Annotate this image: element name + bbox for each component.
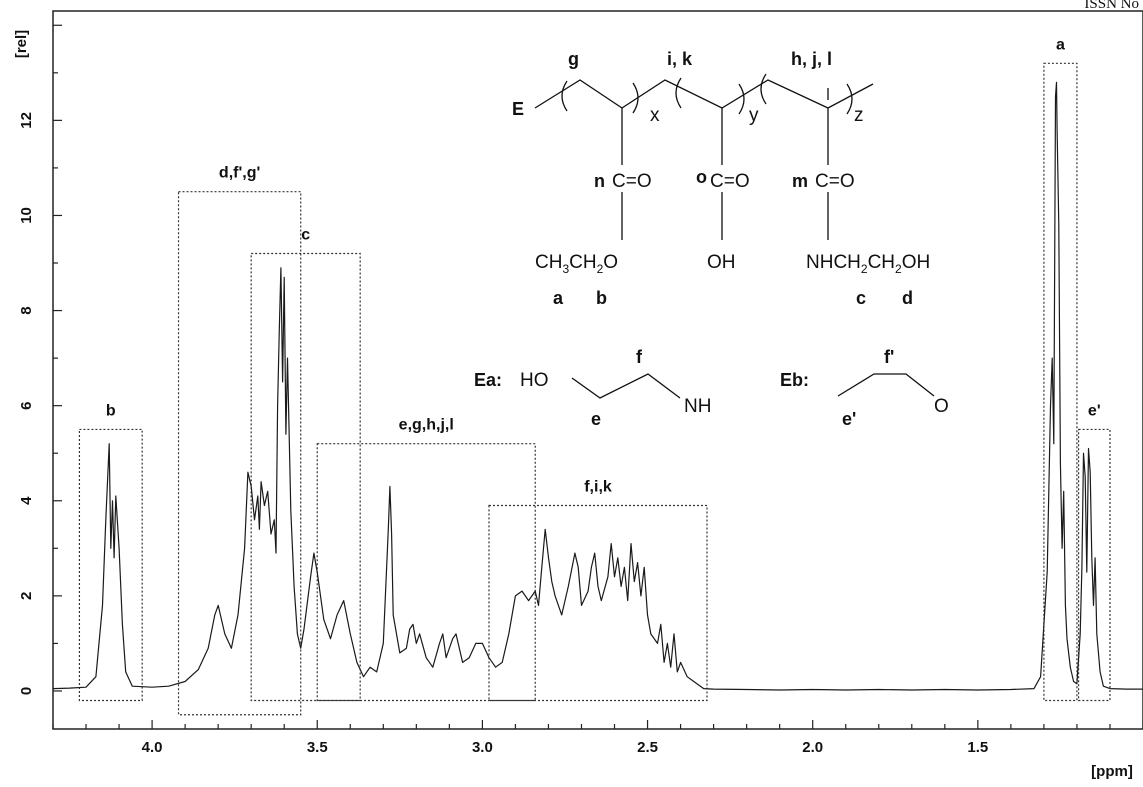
- ea-label: Ea:: [474, 370, 502, 390]
- label-z: z: [854, 105, 864, 126]
- label-a: a: [553, 288, 564, 308]
- x-tick-label: 3.0: [472, 739, 493, 756]
- label-x: x: [650, 105, 660, 126]
- ea-nh: NH: [684, 396, 711, 417]
- eb-bonds: [837, 373, 935, 397]
- eb-label-e-prime: e': [842, 409, 856, 429]
- label-m: m: [792, 171, 808, 191]
- label-b: b: [596, 288, 607, 308]
- spectrum-line: [52, 81, 1143, 691]
- label-g: g: [568, 49, 579, 69]
- y-tick-label: 2: [18, 592, 35, 600]
- y-axis-ticks: 0 2 4 6 8 10 12: [18, 24, 62, 695]
- backbone-bonds: [534, 73, 874, 240]
- ea-bonds: [571, 373, 681, 399]
- region-box: [78, 428, 143, 702]
- region-label: e,g,h,j,l: [399, 417, 454, 434]
- region-label: c: [301, 227, 310, 244]
- label-y: y: [749, 105, 759, 126]
- label-o: o: [696, 167, 707, 187]
- carbonyl-2: C=O: [710, 171, 750, 192]
- polymer-structure: E g i, k h, j, l x y z n C=O o C=O m C=O…: [474, 49, 949, 429]
- y-tick-label: 12: [18, 112, 35, 129]
- ester-group: CH3CH2O: [535, 252, 618, 276]
- x-axis-ticks: 4.0 3.5 3.0 2.5 2.0 1.5: [52, 720, 1143, 756]
- y-tick-label: 6: [18, 401, 35, 409]
- eb-label-f-prime: f': [884, 347, 894, 367]
- plot-frame: [52, 10, 1143, 730]
- ea-ho: HO: [520, 370, 549, 391]
- region-label: e': [1088, 402, 1101, 419]
- carbonyl-1: C=O: [612, 171, 652, 192]
- region-label: f,i,k: [584, 479, 612, 496]
- region-box: [250, 252, 361, 702]
- eb-oxygen: O: [934, 396, 949, 417]
- ea-label-e: e: [591, 409, 601, 429]
- label-n: n: [594, 171, 605, 191]
- region-box: [1043, 62, 1078, 702]
- eb-label: Eb:: [780, 370, 809, 390]
- y-tick-label: 4: [18, 496, 35, 505]
- x-tick-label: 2.5: [637, 739, 658, 756]
- x-tick-label: 4.0: [142, 739, 163, 756]
- region-label: d,f',g': [219, 165, 260, 182]
- label-h-j-l: h, j, l: [791, 49, 832, 69]
- y-tick-label: 8: [18, 306, 35, 314]
- label-d: d: [902, 288, 913, 308]
- issn-header: ISSN No: [1084, 0, 1139, 12]
- x-tick-label: 2.0: [802, 739, 823, 756]
- y-tick-label: 10: [18, 207, 35, 224]
- ea-label-f: f: [636, 347, 643, 367]
- integration-regions: b d,f',g' c e,g,h,j,l f,i,k a e': [78, 36, 1111, 716]
- region-box: [488, 504, 708, 702]
- y-tick-label: 0: [18, 687, 35, 695]
- y-axis-label: [rel]: [13, 30, 30, 58]
- region-label: a: [1056, 36, 1065, 53]
- label-i-k: i, k: [667, 49, 693, 69]
- region-box: [1077, 428, 1111, 702]
- amide-group: NHCH2CH2OH: [806, 252, 930, 276]
- carbonyl-3: C=O: [815, 171, 855, 192]
- region-box: [177, 191, 302, 716]
- acid-group: OH: [707, 252, 736, 273]
- x-axis-label: [ppm]: [1091, 763, 1133, 780]
- region-label: b: [106, 402, 116, 419]
- end-group-label: E: [512, 99, 524, 119]
- label-c: c: [856, 288, 866, 308]
- x-tick-label: 1.5: [967, 739, 988, 756]
- x-tick-label: 3.5: [307, 739, 328, 756]
